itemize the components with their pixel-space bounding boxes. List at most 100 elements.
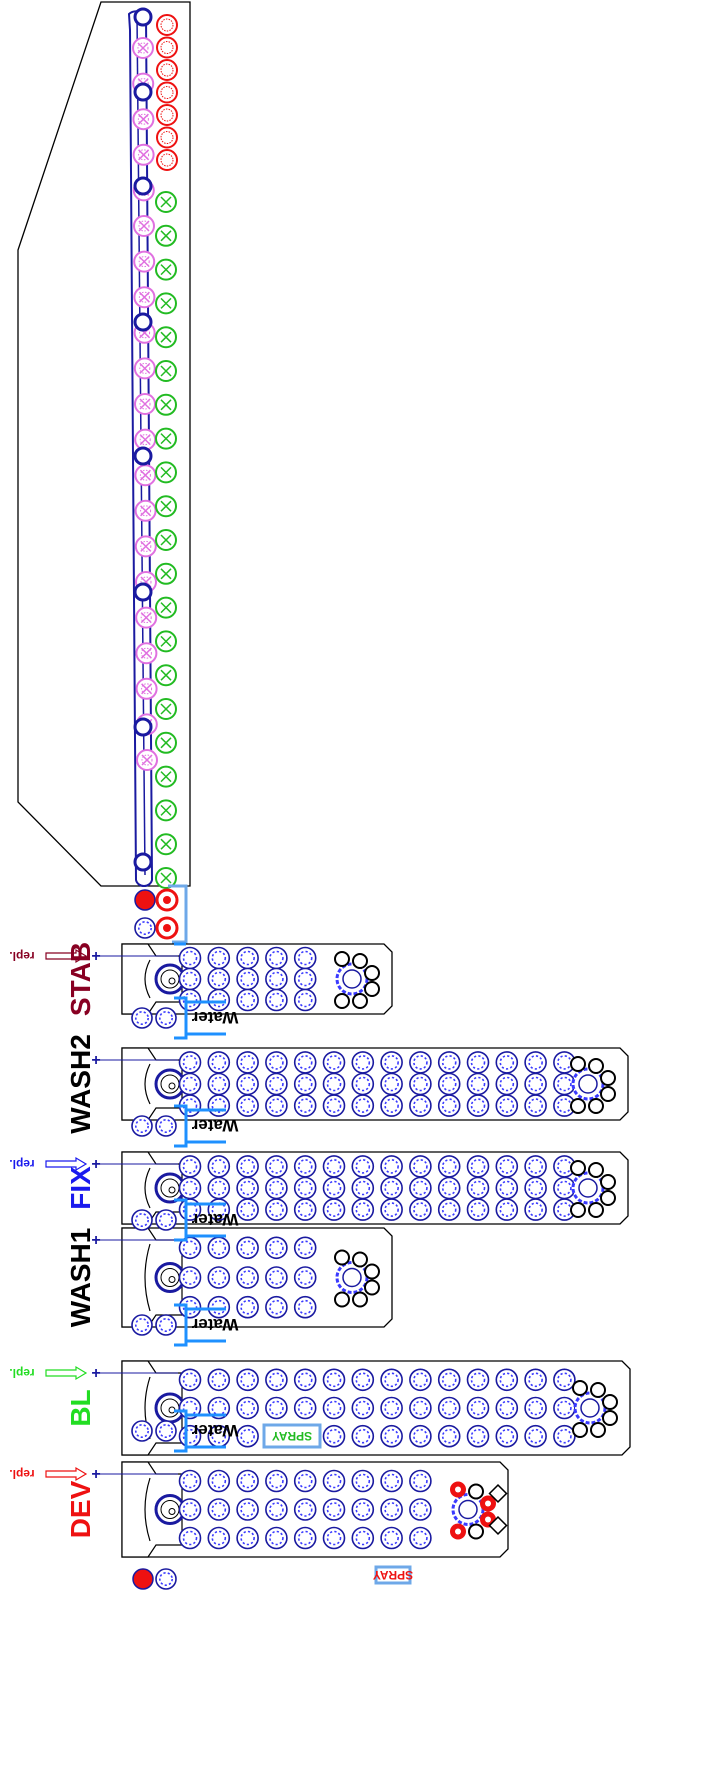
transport-roller bbox=[380, 1155, 403, 1178]
turnaround-small-roller bbox=[588, 1162, 604, 1178]
transport-roller bbox=[207, 1469, 231, 1493]
spray-label: SPRAY bbox=[373, 1568, 413, 1582]
transport-roller bbox=[207, 1266, 231, 1289]
turnaround-small-roller bbox=[334, 951, 350, 967]
crossover-roller bbox=[131, 1209, 153, 1231]
transport-roller bbox=[236, 1155, 259, 1178]
crossover-roller bbox=[155, 1007, 177, 1029]
transport-roller bbox=[351, 1526, 375, 1550]
dryer-green-roller bbox=[155, 698, 177, 720]
replenish-label: repl. bbox=[9, 949, 34, 963]
transport-roller bbox=[409, 1526, 432, 1550]
transport-roller bbox=[553, 1396, 576, 1420]
plus-icon: + bbox=[91, 1052, 100, 1069]
transport-roller bbox=[265, 1155, 288, 1178]
turnaround-small-roller bbox=[352, 953, 368, 969]
stage-label-wash2: WASH2 bbox=[65, 1034, 96, 1134]
transport-roller bbox=[178, 1498, 202, 1521]
crossover: Water bbox=[131, 996, 238, 1040]
transport-roller bbox=[380, 1526, 403, 1550]
transport-roller bbox=[178, 988, 202, 1012]
transport-roller bbox=[380, 1072, 403, 1096]
turnaround-small-roller bbox=[590, 1382, 606, 1398]
transport-roller bbox=[524, 1176, 547, 1200]
dryer-pink-roller bbox=[135, 642, 158, 665]
dryer-green-roller bbox=[155, 529, 177, 551]
turnaround-small-roller bbox=[600, 1070, 616, 1086]
transport-roller bbox=[409, 1368, 432, 1392]
dryer-pink-roller bbox=[134, 535, 157, 558]
transport-roller bbox=[293, 1368, 317, 1392]
transport-roller bbox=[265, 967, 288, 991]
entry-blue-roller bbox=[155, 1568, 177, 1590]
turnaround-small-roller bbox=[572, 1380, 588, 1396]
transport-roller bbox=[495, 1198, 519, 1221]
transport-roller bbox=[207, 1236, 231, 1260]
transport-roller bbox=[351, 1155, 375, 1178]
dryer-red-ring bbox=[156, 36, 178, 59]
transport-roller bbox=[466, 1396, 490, 1420]
transport-roller bbox=[178, 1469, 202, 1493]
transport-roller bbox=[322, 1198, 346, 1221]
transport-roller bbox=[495, 1155, 519, 1178]
dryer-green-roller bbox=[155, 360, 177, 382]
transport-roller bbox=[293, 1198, 317, 1221]
dryer-pink-roller bbox=[136, 749, 158, 771]
drive-roller bbox=[154, 963, 186, 995]
dryer-guide-roller bbox=[133, 312, 153, 332]
crossover-roller bbox=[131, 1007, 153, 1029]
transport-roller bbox=[466, 1424, 490, 1448]
turnaround-small-roller bbox=[600, 1190, 616, 1206]
transport-roller bbox=[236, 1424, 259, 1448]
transport-roller bbox=[236, 946, 259, 970]
water-label: Water bbox=[191, 1210, 238, 1229]
spray-box: SPRAY bbox=[262, 1423, 322, 1449]
rack-curve bbox=[144, 1167, 151, 1209]
transport-roller bbox=[466, 1072, 490, 1096]
transport-roller bbox=[293, 1526, 317, 1550]
transport-roller bbox=[437, 1072, 461, 1096]
turnaround-small-roller bbox=[334, 993, 350, 1009]
replenish-arrow-icon bbox=[45, 1466, 88, 1482]
crossover-roller bbox=[155, 1420, 177, 1442]
transport-roller bbox=[351, 1498, 375, 1521]
transport-roller bbox=[293, 1051, 317, 1074]
crossover-guide bbox=[174, 1409, 188, 1453]
drive-roller bbox=[154, 1172, 186, 1204]
stage-label-bl: BL bbox=[65, 1389, 96, 1426]
dryer-green-roller bbox=[155, 292, 177, 315]
transport-roller bbox=[236, 1236, 259, 1260]
transport-roller bbox=[524, 1396, 547, 1420]
crossover-roller bbox=[131, 1420, 153, 1442]
dryer-pink-roller bbox=[134, 393, 156, 415]
stage-label-dev: DEV bbox=[65, 1480, 96, 1538]
transport-roller bbox=[178, 1051, 202, 1074]
processing-stages: +repl.SPRAY+repl.SPRAY++repl.++repl.Wate… bbox=[9, 942, 631, 1590]
dryer-pink-roller bbox=[133, 357, 156, 380]
crossover-roller bbox=[131, 1314, 153, 1336]
turnaround-small-roller bbox=[352, 993, 368, 1009]
transport-roller bbox=[409, 1198, 432, 1221]
replenish-arrow-icon bbox=[45, 1156, 88, 1172]
transport-roller bbox=[236, 1396, 259, 1420]
dryer-green-roller bbox=[155, 867, 177, 889]
transport-roller bbox=[409, 1469, 432, 1493]
transport-roller bbox=[265, 1266, 288, 1289]
transport-roller bbox=[293, 967, 317, 991]
diamond-guide bbox=[488, 1483, 508, 1504]
dryer-belt bbox=[127, 10, 154, 887]
transport-roller bbox=[466, 1176, 490, 1200]
transport-roller bbox=[236, 967, 259, 991]
entry-red-roller bbox=[132, 1568, 154, 1590]
transport-roller bbox=[293, 988, 317, 1012]
transport-roller bbox=[265, 1198, 288, 1221]
drive-roller bbox=[154, 1262, 186, 1293]
dryer-pink-roller bbox=[134, 464, 157, 487]
crossover-roller bbox=[155, 1115, 177, 1137]
crossover-guide bbox=[174, 1303, 188, 1347]
dryer-green-roller bbox=[155, 596, 177, 619]
transport-roller bbox=[322, 1498, 346, 1521]
diamond-guide bbox=[488, 1515, 508, 1536]
transport-roller bbox=[265, 946, 288, 970]
turnaround-small-roller bbox=[572, 1422, 588, 1438]
